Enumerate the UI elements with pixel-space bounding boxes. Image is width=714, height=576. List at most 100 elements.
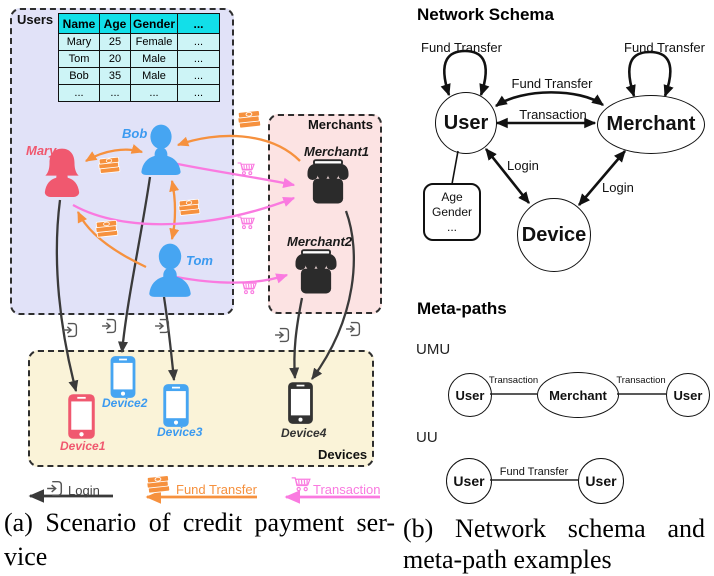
shopping-cart-icon — [291, 477, 311, 492]
login-edge-tom-device3 — [162, 296, 178, 382]
schema-node-user-label: User — [443, 111, 489, 134]
schema-node-merchant: Merchant — [597, 95, 705, 154]
table-cell: Male — [130, 50, 178, 68]
fund-transfer-edge-merchant1-bob — [176, 134, 301, 162]
female-user-icon — [44, 148, 80, 197]
merchants-panel-label: Merchants — [307, 117, 373, 132]
umu-edge-label-1: Transaction — [488, 375, 539, 386]
legend-login-label: Login — [68, 483, 100, 498]
users-panel-label: Users — [17, 12, 54, 27]
table-cell: ... — [99, 84, 131, 102]
legend-transaction-label: Transaction — [313, 482, 381, 497]
table-cell: ... — [177, 50, 220, 68]
login-edge-merchant1-device4 — [311, 210, 355, 380]
umu-node-label: User — [673, 387, 703, 403]
table-cell: 25 — [99, 33, 131, 51]
schema-node-merchant-label: Merchant — [606, 113, 696, 135]
umu-node-label: Merchant — [549, 387, 607, 403]
transaction-edge-tom-merchant2 — [175, 273, 289, 284]
login-edge-mary-device1 — [55, 199, 79, 393]
uu-edge-label: Fund Transfer — [499, 466, 569, 478]
users-table-header: Age — [99, 13, 131, 34]
schema-node-user: User — [435, 92, 497, 154]
table-cell: ... — [177, 84, 220, 102]
merchant1-label: Merchant1 — [304, 144, 370, 159]
table-cell: ... — [177, 67, 220, 85]
table-cell: Male — [130, 67, 178, 85]
transaction-edge-mary-merchant1 — [72, 196, 296, 226]
banknotes-icon — [95, 219, 119, 238]
user-merchant-fund-transfer-label: Fund Transfer — [511, 76, 593, 91]
device4-label: Device4 — [281, 426, 327, 440]
network-schema-title: Network Schema — [417, 5, 554, 24]
attr-ellipsis: ... — [446, 219, 457, 234]
umu-node-user-2: User — [666, 373, 710, 417]
shopping-cart-icon — [237, 216, 255, 230]
table-row: ... ... ... ... — [58, 84, 220, 102]
device3-label: Device3 — [157, 425, 203, 439]
smartphone-icon — [68, 394, 95, 439]
uu-node-label: User — [585, 473, 617, 489]
table-cell: ... — [130, 84, 178, 102]
fund-transfer-edge-bob-tom — [169, 179, 180, 241]
umu-node-merchant: Merchant — [537, 372, 619, 418]
table-cell: ... — [177, 33, 220, 51]
uu-node-user-1: User — [446, 458, 492, 504]
storefront-icon — [307, 159, 349, 204]
caption-b-line2: meta-path examples — [403, 545, 612, 574]
login-icon — [47, 480, 63, 497]
table-row: Tom 20 Male ... — [58, 50, 220, 68]
device1-label: Device1 — [60, 439, 106, 453]
caption-a-line1: (a) Scenario of credit payment ser- — [4, 508, 395, 537]
login-edge-bob-device2 — [117, 176, 152, 354]
device2-label: Device2 — [102, 396, 148, 410]
user-label-bob: Bob — [122, 126, 148, 141]
table-cell: Mary — [58, 33, 100, 51]
umu-node-user-1: User — [448, 373, 492, 417]
fund-transfer-edge-mary-bob — [85, 144, 144, 162]
umu-node-label: User — [455, 387, 485, 403]
shopping-cart-icon — [239, 281, 257, 295]
table-cell: Tom — [58, 50, 100, 68]
table-cell: Bob — [58, 67, 100, 85]
schema-node-device-label: Device — [521, 223, 587, 246]
table-cell: 20 — [99, 50, 131, 68]
storefront-icon — [295, 249, 337, 294]
table-cell: 35 — [99, 67, 131, 85]
users-table-header: Name — [58, 13, 100, 34]
smartphone-icon — [163, 384, 189, 427]
users-table: Name Age Gender ... Mary 25 Female ... T… — [58, 13, 220, 102]
login-icon — [155, 318, 170, 334]
table-cell: ... — [58, 84, 100, 102]
user-attributes-box: Age Gender ... — [423, 183, 481, 241]
users-table-header: ... — [177, 13, 220, 34]
devices-panel-label: Devices — [318, 447, 368, 462]
login-edge-merchant2-device4 — [289, 297, 304, 380]
transaction-edge-bob-merchant1 — [167, 160, 296, 188]
meta-paths-title: Meta-paths — [417, 299, 507, 318]
umu-edge-label-2: Transaction — [616, 375, 666, 386]
fund-transfer-edge-tom-mary — [76, 210, 147, 269]
banknotes-icon — [178, 198, 201, 216]
umu-section-label: UMU — [416, 341, 451, 358]
caption-b-line1: (b) Network schema and — [403, 514, 705, 543]
table-row: Bob 35 Male ... — [58, 67, 220, 85]
merchant2-label: Merchant2 — [287, 234, 353, 249]
smartphone-icon — [110, 356, 136, 398]
male-user-icon — [149, 243, 191, 297]
smartphone-icon — [288, 382, 313, 424]
table-row: Mary 25 Female ... — [58, 33, 220, 51]
attr-age: Age — [441, 189, 463, 204]
legend-fund-transfer-label: Fund Transfer — [176, 482, 257, 497]
user-label-tom: Tom — [186, 253, 213, 268]
login-icon — [63, 322, 78, 338]
uu-node-user-2: User — [578, 458, 624, 504]
uu-section-label: UU — [416, 429, 438, 446]
uu-node-label: User — [453, 473, 485, 489]
table-cell: Female — [130, 33, 178, 51]
login-icon — [275, 327, 290, 343]
login-icon — [346, 321, 361, 337]
banknotes-icon — [98, 156, 121, 174]
